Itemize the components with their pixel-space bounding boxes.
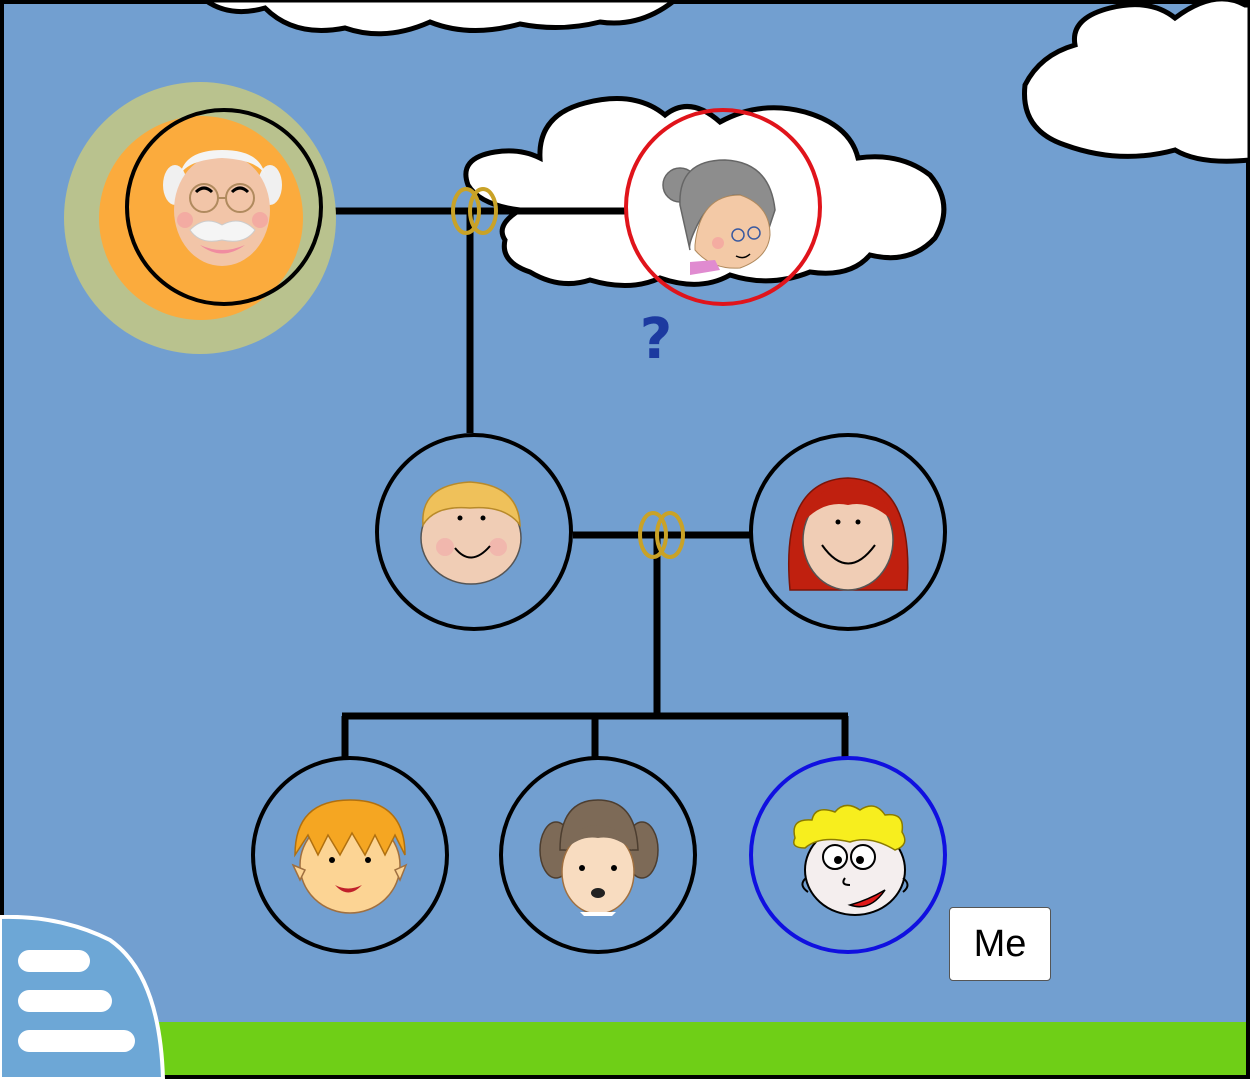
grass-strip xyxy=(0,1022,1250,1079)
hamburger-icon xyxy=(0,915,165,1079)
grandfather-node[interactable] xyxy=(64,82,336,354)
mother-node[interactable] xyxy=(751,435,945,629)
father-node[interactable] xyxy=(377,435,571,629)
man-face-icon xyxy=(421,482,521,584)
menu-button[interactable] xyxy=(0,915,165,1079)
me-label: Me xyxy=(949,907,1051,981)
brother-node[interactable] xyxy=(253,758,447,952)
unknown-marker: ? xyxy=(632,300,680,380)
me-node[interactable] xyxy=(751,758,945,952)
sister-node[interactable] xyxy=(501,758,695,952)
